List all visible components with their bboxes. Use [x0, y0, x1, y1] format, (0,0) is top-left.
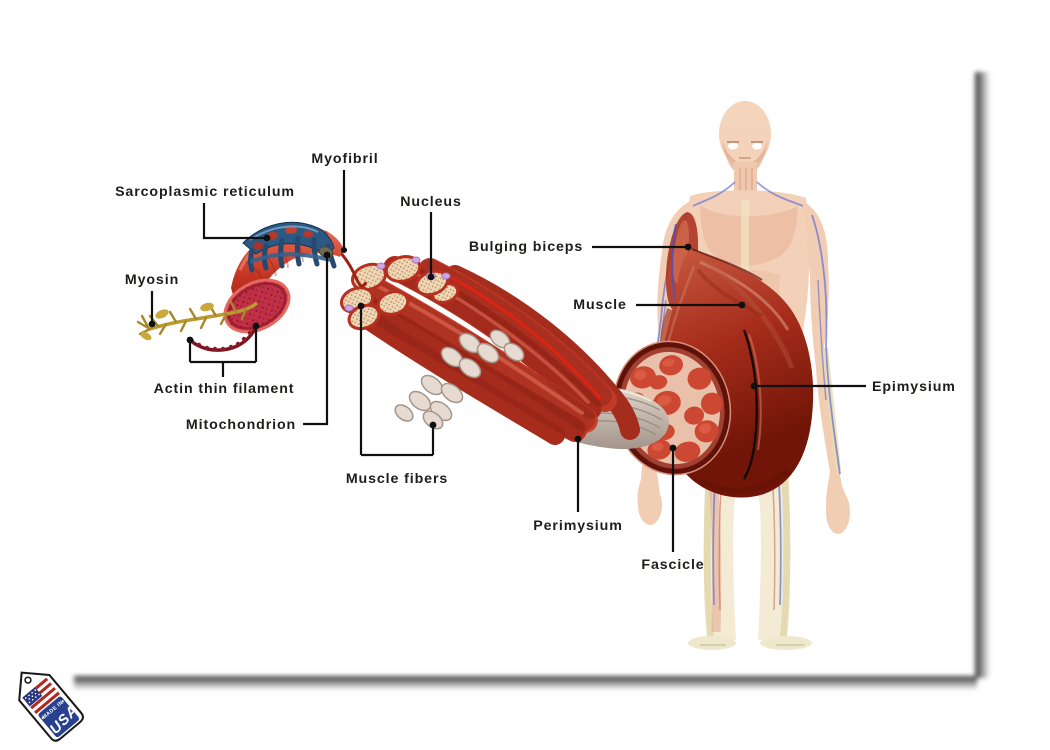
leader-myosin — [148, 291, 156, 328]
leader-perimysium — [574, 435, 582, 512]
label-fascicle: Fascicle — [641, 557, 704, 573]
label-epimysium: Epimysium — [872, 379, 956, 395]
leader-actin-bracket — [186, 322, 260, 377]
leader-epimysium — [750, 382, 866, 390]
leader-muscle-fibers-bracket — [357, 302, 437, 457]
leader-nucleus — [427, 212, 435, 281]
actin-filament — [188, 324, 258, 352]
myofibril-strand — [336, 248, 368, 288]
label-sarcoplasmic-reticulum: Sarcoplasmic reticulum — [115, 184, 295, 200]
leader-bulging-biceps — [592, 243, 692, 251]
capillary-vessel — [450, 276, 602, 400]
label-nucleus: Nucleus — [400, 194, 462, 210]
poster-shadow-bottom — [74, 676, 977, 690]
label-myosin: Myosin — [125, 272, 179, 288]
leader-sarcoplasmic-reticulum — [202, 203, 271, 242]
leader-fascicle — [669, 444, 677, 552]
labels: Myofibril Sarcoplasmic reticulum Nucleus… — [115, 151, 956, 573]
leader-muscle — [636, 301, 746, 309]
epimysium-seam — [742, 329, 758, 480]
label-bulging-biceps: Bulging biceps — [469, 239, 583, 255]
poster-shadow-right — [975, 72, 990, 678]
label-perimysium: Perimysium — [533, 518, 622, 534]
leader-mitochondrion — [303, 251, 331, 426]
tag-hole — [24, 676, 32, 684]
leader-lines — [148, 170, 866, 552]
label-muscle: Muscle — [573, 297, 627, 313]
myosin-filament — [136, 300, 259, 341]
usa-panel: MADE IN USA — [37, 695, 82, 739]
label-muscle-fibers: Muscle fibers — [346, 471, 448, 487]
us-flag — [22, 677, 60, 715]
fiber-cross-sections — [339, 255, 460, 331]
label-actin-thin-filament: Actin thin filament — [154, 381, 295, 397]
pale-fiber-tips — [394, 329, 525, 430]
leader-myofibril — [341, 170, 347, 253]
label-myofibril: Myofibril — [311, 151, 378, 167]
label-mitochondrion: Mitochondrion — [186, 417, 296, 433]
made-in-usa-badge: MADE IN USA — [18, 671, 84, 742]
